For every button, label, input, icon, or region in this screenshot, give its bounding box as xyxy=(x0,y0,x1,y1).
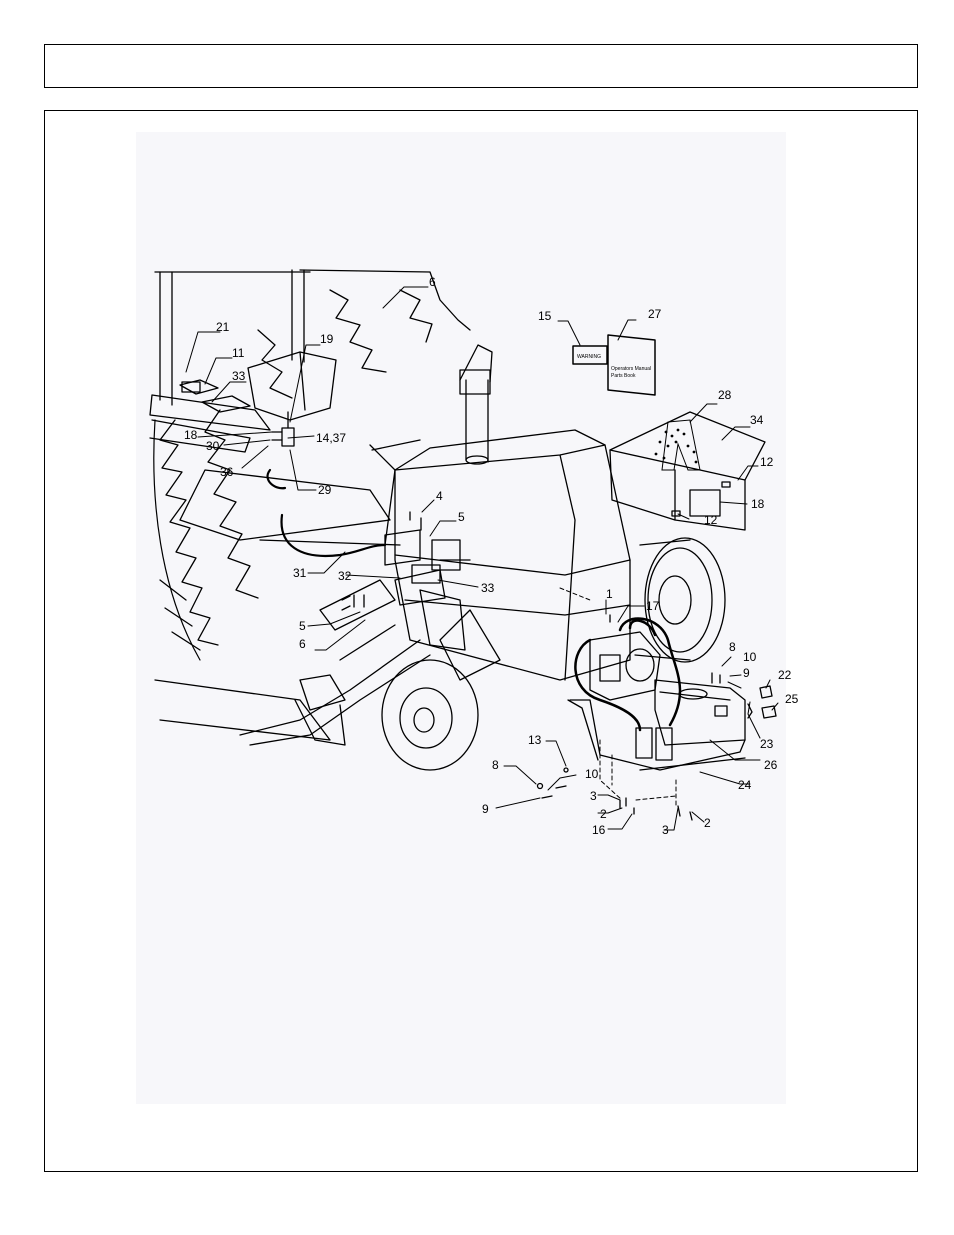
callout-30: 32 xyxy=(338,569,352,583)
callout-21: 21 xyxy=(216,320,230,334)
callout-29: 29 xyxy=(318,483,332,497)
fender xyxy=(149,379,271,453)
callout-9-right: 9 xyxy=(743,666,750,680)
callout-16: 16 xyxy=(592,823,606,837)
callout-19: 19 xyxy=(320,332,334,346)
callout-17: 17 xyxy=(646,599,660,613)
pump-assembly xyxy=(567,631,746,771)
diagram-frame xyxy=(44,110,918,1172)
loader-wheel xyxy=(381,659,479,771)
callout-12-top: 12 xyxy=(760,455,774,469)
callout-34: 34 xyxy=(750,413,764,427)
callouts: 6 21 11 33 19 18 30 14,37 36 29 15 27 28… xyxy=(184,275,799,837)
callout-31: 31 xyxy=(293,566,307,580)
callout-12-bottom: 12 xyxy=(704,513,718,527)
callout-18-cover: 18 xyxy=(751,497,765,511)
rear-tire-top xyxy=(299,269,471,373)
rops xyxy=(154,269,311,406)
callout-5-left: 5 xyxy=(299,619,306,633)
callout-11: 11 xyxy=(232,346,245,360)
manual-text-line2: Parts Book xyxy=(611,373,636,379)
callout-9-left: 9 xyxy=(482,802,489,816)
cab-hose xyxy=(266,468,387,558)
callout-27: 27 xyxy=(648,307,662,321)
callout-35: 33 xyxy=(232,369,246,383)
callout-5-top: 5 xyxy=(458,510,465,524)
rear-tire xyxy=(153,329,293,661)
callout-22: 22 xyxy=(778,668,792,682)
callout-10-right: 10 xyxy=(743,650,757,664)
callout-3-left: 3 xyxy=(590,789,597,803)
callout-23: 23 xyxy=(760,737,774,751)
callout-6: 6 xyxy=(299,637,306,651)
callout-4: 4 xyxy=(436,489,443,503)
joystick-control xyxy=(271,411,295,447)
callout-25: 25 xyxy=(785,692,799,706)
callout-2-right: 2 xyxy=(704,816,711,830)
pump-hoses xyxy=(574,617,682,732)
callout-15: 15 xyxy=(538,309,552,323)
guide-lines xyxy=(559,587,677,807)
callout-18-cab: 18 xyxy=(184,428,198,442)
manual-27 xyxy=(607,334,656,396)
front-wheel xyxy=(634,537,726,663)
callout-13: 13 xyxy=(528,733,542,747)
callout-36: 36 xyxy=(220,465,234,479)
hood xyxy=(369,429,631,681)
callout-10-left: 10 xyxy=(585,767,599,781)
manual-text-line1: Operators Manual xyxy=(611,366,651,372)
leader-lines xyxy=(185,286,779,831)
exhaust xyxy=(459,344,493,465)
callout-33: 33 xyxy=(481,581,495,595)
boom-arm xyxy=(154,559,501,746)
callout-28: 28 xyxy=(718,388,732,402)
callout-26: 26 xyxy=(764,758,778,772)
decal-15 xyxy=(572,345,608,365)
callout-8-right: 8 xyxy=(729,640,736,654)
callout-14-37: 14,37 xyxy=(316,431,346,445)
callout-8-left: 8 xyxy=(492,758,499,772)
callout-32: 30 xyxy=(206,439,220,453)
callout-1: 1 xyxy=(606,587,613,601)
seat xyxy=(247,351,337,421)
callout-7: 6 xyxy=(429,275,436,289)
callout-3-right: 3 xyxy=(662,823,669,837)
decal-warning-text: WARNING xyxy=(577,354,601,360)
scan-background xyxy=(136,132,786,1104)
callout-24: 24 xyxy=(738,778,752,792)
valve-bracket xyxy=(384,529,461,606)
header-box xyxy=(44,44,918,88)
floor-plate xyxy=(179,469,401,546)
callout-2-left: 2 xyxy=(600,807,607,821)
cover-warning-triangle xyxy=(654,419,701,471)
